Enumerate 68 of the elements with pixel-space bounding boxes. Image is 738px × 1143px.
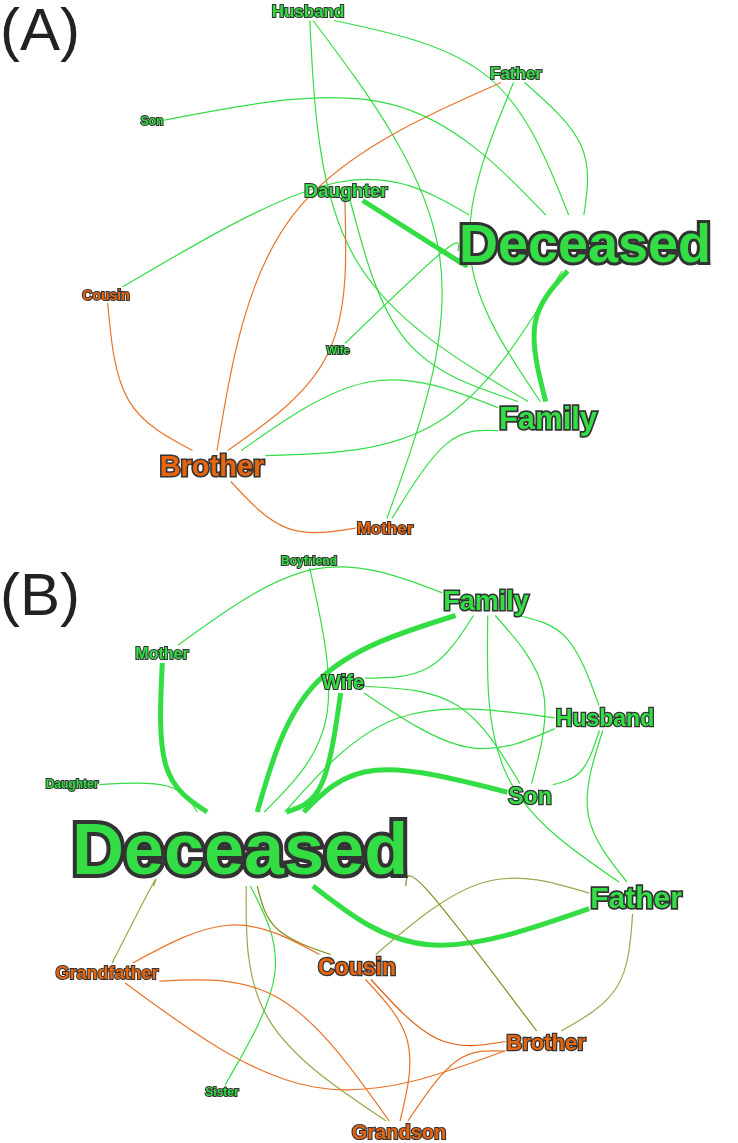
connection-curve [405,875,538,1032]
connection-curve [311,884,590,948]
connection-curve [264,270,563,457]
connection-curve [361,198,467,267]
connection-curve [468,81,541,403]
connection-curve [301,767,508,814]
node-label: Brother [159,451,265,481]
connection-curve [391,429,499,520]
connection-curve [531,269,570,403]
connection-curve [227,199,347,452]
node-label: Son [140,115,164,127]
connection-curve [263,567,330,813]
node-label: Family [498,402,598,434]
connection-curve [284,708,556,813]
node-label: Cousin [82,288,130,302]
connection-curve [216,81,502,452]
connection-curve [111,878,157,964]
node-label: Father [490,64,542,82]
node-label: Daughter [45,778,99,790]
connection-curve [124,982,506,1091]
connection-curve [121,178,470,288]
connection-curve [364,978,411,1122]
node-label: Grandson [351,1122,447,1142]
connection-curve [486,614,620,883]
panel-label: (B) [0,565,80,625]
node-label: Sister [205,1086,239,1098]
node-label: Boyfriend [281,555,337,567]
connection-curve [586,729,628,883]
connection-curve [552,729,600,786]
connection-curve [98,782,198,813]
connection-curve [344,242,460,345]
node-label: Mother [135,646,189,662]
connection-curve [177,566,443,646]
connection-curve [407,1050,506,1122]
connection-curve [560,913,634,1032]
connection-curve [245,885,387,1122]
connection-curve [132,924,321,964]
connection-curve [523,81,589,216]
connection-curve [309,19,529,403]
connection-curve [375,877,590,956]
connection-curve [158,979,390,1122]
connection-curve [256,885,332,956]
panel-label: (A) [0,0,80,60]
node-label: Husband [555,706,655,730]
node-label: Brother [506,1032,586,1054]
connection-curve [349,199,519,403]
connection-curve [364,614,475,679]
connection-curve [363,692,556,750]
connection-curve [224,885,276,1086]
connection-curve [370,978,506,1047]
connection-curve [312,19,443,520]
node-label: Family [443,587,529,615]
node-label: Grandfather [55,964,159,982]
connection-curve [494,614,546,785]
connection-curve [364,685,521,785]
node-label: Mother [356,519,414,537]
connection-curve [254,613,457,813]
connection-curve [107,302,194,452]
connection-curve [285,692,344,815]
node-label: Cousin [318,955,396,979]
connection-curve [163,97,547,216]
node-label: Deceased [71,813,409,885]
node-label: Husband [271,2,345,20]
connection-curve [240,379,499,452]
node-label: Father [590,883,682,913]
connection-curve [230,480,357,534]
connection-curve [158,662,209,815]
connection-curve [333,19,570,216]
